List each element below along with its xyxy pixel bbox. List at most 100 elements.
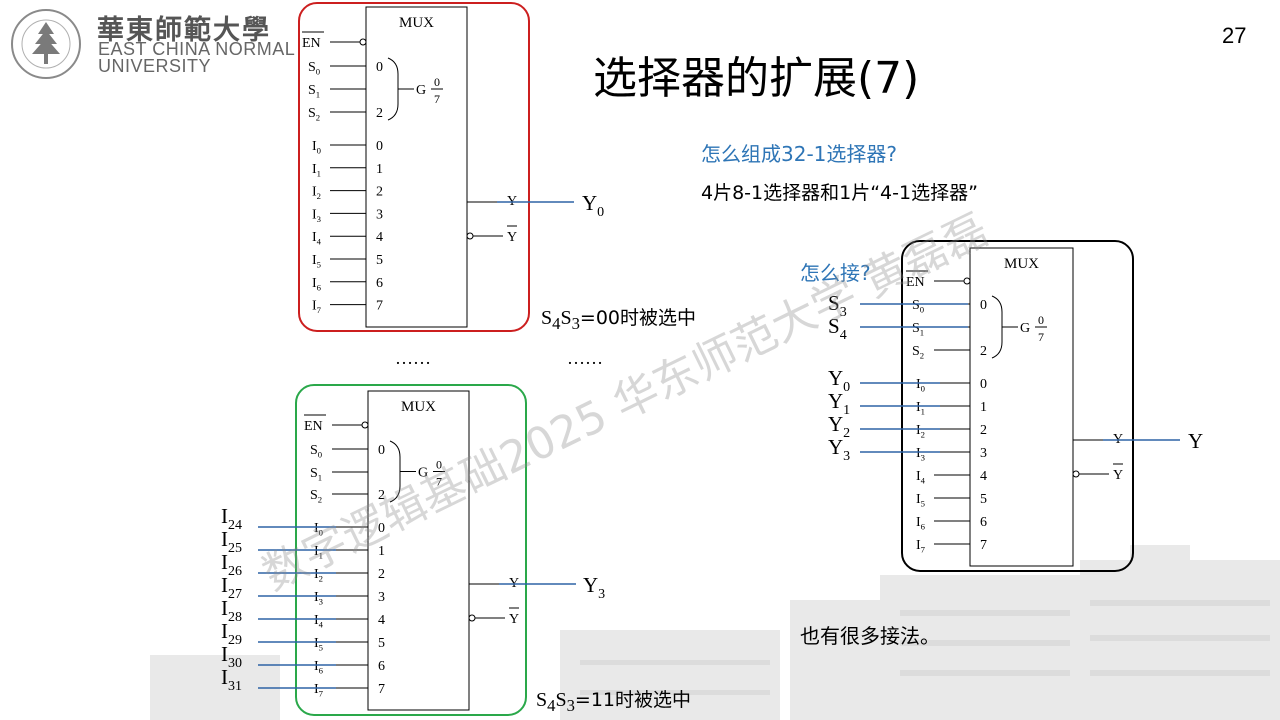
right-g-frac-top: 0 [1038,313,1044,327]
bottom-chip-select-caption: S4S3=11时被选中 [536,689,692,715]
top-out-ybar-label: Y [507,230,517,245]
right-chip-body [969,247,1074,567]
note-many-methods: 也有很多接法。 [800,624,940,648]
top-in-num-6: 6 [376,276,383,291]
right-mux-label: MUX [1004,256,1039,272]
top-sel-num-2: 2 [376,106,383,121]
bottom-sel-num-2: 2 [378,488,385,503]
right-in-label-7: I7 [916,538,926,555]
bottom-in-label-6: I6 [314,659,324,676]
top-mux-label: MUX [399,15,434,31]
right-en-label: EN [906,275,925,290]
logo-chinese-name: 華東師範大學 [97,15,271,46]
right-sel-label-2: S2 [912,344,924,361]
top-g-frac-top: 0 [434,75,440,89]
bottom-in-label-0: I0 [314,521,323,538]
question-how-to-connect: 怎么接? [800,261,871,285]
top-in-label-2: I2 [312,185,321,202]
logo-english-line1: EAST CHINA NORMAL [98,39,296,59]
top-en-bubble [359,38,367,46]
top-select-brace [387,57,399,121]
top-chip-select-caption: S4S3=00时被选中 [541,307,697,333]
top-sel-label-2: S2 [308,106,320,123]
top-en-label: EN [302,36,321,51]
bottom-output-label: Y3 [583,573,605,602]
right-sel-label-1: S1 [912,321,924,338]
bottom-in-num-2: 2 [378,567,385,582]
bottom-input-label-2: I26 [221,550,242,579]
university-seal-logo [11,9,81,79]
bottom-in-num-5: 5 [378,636,385,651]
right-data-label-0: Y0 [828,366,850,395]
right-data-label-2: Y2 [828,412,850,441]
right-in-num-7: 7 [980,538,987,553]
bottom-in-num-0: 0 [378,521,385,536]
bottom-input-label-3: I27 [221,573,242,602]
right-in-num-3: 3 [980,446,987,461]
right-in-label-6: I6 [916,515,926,532]
bottom-in-label-2: I2 [314,567,323,584]
right-out-ybar-label: Y [1113,468,1123,483]
question-how-to-build: 怎么组成32-1选择器? [701,142,898,166]
right-select-label-0: S3 [828,291,847,320]
right-in-label-0: I0 [916,377,925,394]
top-in-num-2: 2 [376,185,383,200]
top-in-label-1: I1 [312,162,321,179]
top-in-label-6: I6 [312,276,322,293]
right-in-num-4: 4 [980,469,987,484]
top-sel-num-0: 0 [376,60,383,75]
slide-title: 选择器的扩展(7) [593,53,920,104]
bottom-g-frac-top: 0 [436,458,442,472]
bottom-input-label-1: I25 [221,527,242,556]
top-in-label-5: I5 [312,253,321,270]
logo-english-line2: UNIVERSITY [98,56,212,76]
bottom-g-frac-bottom: 7 [436,475,442,489]
bottom-in-label-7: I7 [314,682,324,699]
bottom-in-num-7: 7 [378,682,385,697]
bottom-sel-label-2: S2 [310,488,322,505]
bottom-input-label-6: I30 [221,642,242,671]
bottom-input-label-5: I29 [221,619,242,648]
top-chip-frame [298,2,530,332]
right-out-ybar-bubble [1072,470,1080,478]
top-in-num-3: 3 [376,207,383,222]
bottom-input-label-7: I31 [221,665,242,694]
right-in-num-1: 1 [980,400,987,415]
bottom-input-label-0: I24 [221,504,242,533]
right-output-label: Y [1188,429,1203,453]
bottom-en-bubble [361,421,369,429]
top-in-num-7: 7 [376,299,383,314]
ellipsis-right: …… [567,348,603,368]
bottom-input-label-4: I28 [221,596,242,625]
right-in-label-3: I3 [916,446,925,463]
bottom-out-ybar-bubble [468,614,476,622]
top-in-label-4: I4 [312,230,322,247]
top-sel-label-1: S1 [308,83,320,100]
right-en-bubble [963,277,971,285]
bottom-in-num-1: 1 [378,544,385,559]
bottom-sel-label-0: S0 [310,443,322,460]
top-g-frac-bottom: 7 [434,92,440,106]
top-in-num-4: 4 [376,230,383,245]
right-in-num-5: 5 [980,492,987,507]
top-in-label-3: I3 [312,207,321,224]
right-in-num-0: 0 [980,377,987,392]
right-in-num-2: 2 [980,423,987,438]
right-data-label-1: Y1 [828,389,850,418]
bottom-g-label: G [418,466,428,481]
bottom-sel-label-1: S1 [310,466,322,483]
bottom-in-num-4: 4 [378,613,385,628]
right-in-label-1: I1 [916,400,925,417]
top-in-num-0: 0 [376,139,383,154]
right-in-label-4: I4 [916,469,926,486]
right-sel-num-0: 0 [980,298,987,313]
right-select-label-1: S4 [828,314,847,343]
right-in-label-2: I2 [916,423,925,440]
top-g-label: G [416,83,426,98]
top-out-ybar-bubble [466,232,474,240]
